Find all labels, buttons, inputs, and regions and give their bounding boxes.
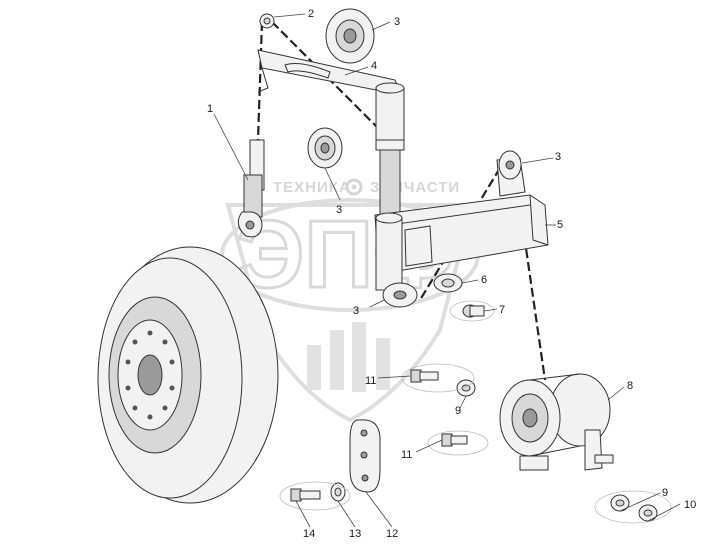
watermark-wheat-icon	[307, 322, 390, 392]
part-9-washer-lower	[610, 494, 630, 512]
callout-labels: 1 2 3 4 3 3 5 6 7 3 8 11 9 11 9 10 12 13…	[207, 8, 696, 540]
callout-11-lower: 11	[401, 449, 412, 461]
part-10-nut	[638, 504, 658, 522]
callout-8: 8	[627, 380, 633, 392]
part-8-hub	[499, 373, 614, 471]
watermark-text-left: ТЕХНИКА	[273, 179, 351, 196]
callout-3-middle: 3	[336, 204, 342, 216]
callout-7: 7	[499, 304, 505, 316]
part-13-washer	[330, 482, 346, 502]
part-3-sprocket-top	[325, 8, 375, 64]
chain-lines	[256, 21, 547, 381]
callout-10: 10	[684, 499, 696, 511]
callout-13: 13	[349, 528, 361, 540]
gear-icon	[345, 178, 363, 196]
part-5-bracket	[374, 150, 549, 291]
part-4-arm	[257, 49, 405, 221]
callout-11-upper: 11	[365, 375, 376, 387]
callout-3-right: 3	[555, 151, 561, 163]
part-3-sprocket-lower	[382, 282, 418, 308]
part-11-bolt-lower	[441, 433, 468, 447]
callout-6: 6	[481, 274, 487, 286]
callout-3-lower: 3	[353, 305, 359, 317]
callout-2: 2	[308, 8, 314, 20]
part-14-bolt	[290, 488, 321, 502]
part-7-bolt	[462, 304, 485, 318]
wheel-assembly	[97, 246, 279, 504]
leader-lines	[213, 13, 681, 528]
callout-9-upper: 9	[455, 405, 461, 417]
part-1-tensioner	[237, 139, 265, 238]
callout-1: 1	[207, 103, 213, 115]
callout-4: 4	[371, 60, 377, 72]
callout-9-lower: 9	[662, 487, 668, 499]
callout-5: 5	[557, 219, 563, 231]
part-2-roller	[259, 13, 275, 29]
leader-ellipses	[279, 300, 672, 524]
watermark-shield	[225, 203, 475, 423]
part-12-plate	[349, 419, 381, 493]
callout-14: 14	[303, 528, 315, 540]
callout-3-top: 3	[394, 16, 400, 28]
part-3-sprocket-middle	[307, 127, 343, 169]
callout-12: 12	[386, 528, 398, 540]
part-6-washer	[433, 273, 463, 293]
part-11-bolt-upper	[410, 369, 439, 383]
